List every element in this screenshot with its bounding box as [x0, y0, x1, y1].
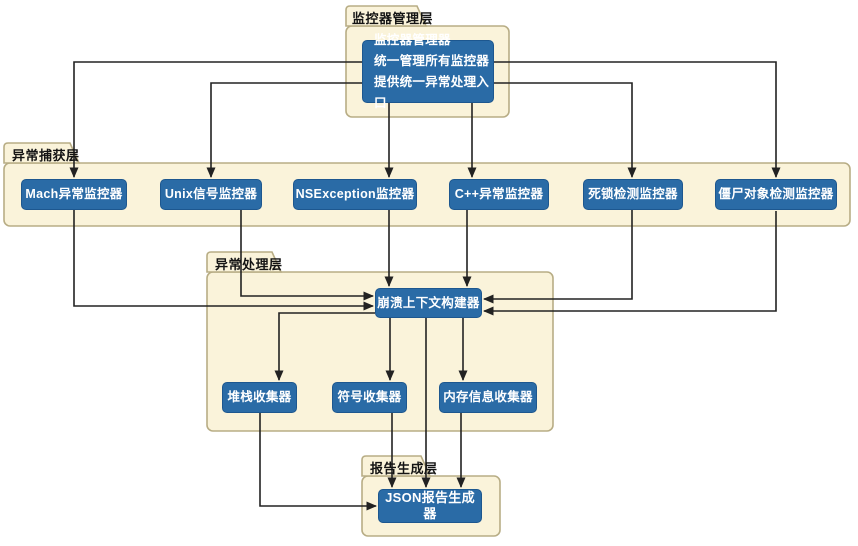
memory-info-collector-node: 内存信息收集器 [439, 382, 537, 413]
monitor-manager-line-3: 提供统一异常处理入口 [374, 74, 490, 110]
edge-manager-to-unix [206, 82, 362, 178]
json-report-generator-node: JSON报告生成器 [378, 489, 482, 523]
monitor-zombie-node: 僵尸对象检测监控器 [715, 179, 837, 210]
folder-body-capture [3, 162, 851, 227]
monitor-unix-signal-node: Unix信号监控器 [160, 179, 262, 210]
edge-deadlock-to-builder [483, 210, 633, 304]
folder-tab-report [361, 455, 432, 477]
monitor-deadlock-node: 死锁检测监控器 [583, 179, 683, 210]
monitor-manager-line-2: 统一管理所有监控器 [374, 53, 490, 68]
edge-mach-to-builder [73, 210, 374, 311]
edge-manager-to-mach [69, 61, 362, 178]
layer-label-capture: 异常捕获层 [12, 148, 80, 163]
folder-tab-manager [345, 5, 428, 27]
symbol-collector-node: 符号收集器 [332, 382, 407, 413]
monitor-manager-line-1: 监控器管理器 [374, 32, 451, 47]
folder-tab-processing [206, 251, 283, 273]
monitor-cpp-exception-node: C++异常监控器 [449, 179, 549, 210]
edge-stack-to-json [259, 413, 377, 511]
monitor-mach-node: Mach异常监控器 [21, 179, 127, 210]
layer-label-manager: 监控器管理层 [352, 11, 434, 26]
edge-unix-to-builder [240, 210, 374, 301]
layer-label-processing: 异常处理层 [215, 257, 283, 272]
folder-tab-capture [3, 142, 81, 164]
edge-manager-to-deadlock [494, 82, 637, 178]
monitor-manager-node: 监控器管理器 统一管理所有监控器 提供统一异常处理入口 [362, 33, 494, 110]
edge-manager-to-zombie [494, 61, 781, 178]
layer-label-report: 报告生成层 [370, 461, 438, 476]
crash-context-builder-node: 崩溃上下文构建器 [375, 288, 482, 318]
stack-collector-node: 堆栈收集器 [222, 382, 297, 413]
edge-builder-to-stack [274, 312, 375, 381]
diagram-arrows [69, 61, 781, 511]
monitor-nsexception-node: NSException监控器 [293, 179, 417, 210]
edge-zombie-to-builder [483, 211, 777, 316]
